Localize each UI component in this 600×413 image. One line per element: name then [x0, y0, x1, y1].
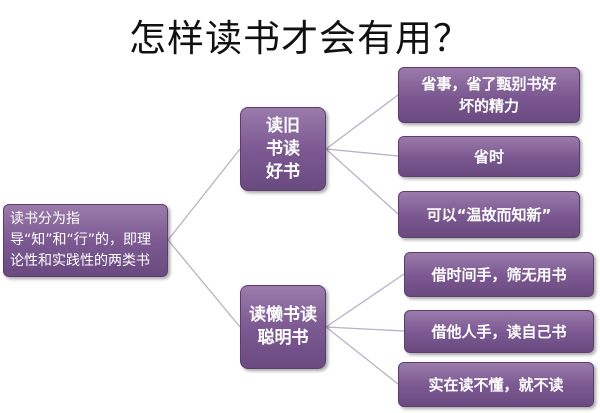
branch-node-label: 读旧书读好书 — [266, 115, 300, 182]
leaf-node-filter-useless: 借时间手，筛无用书 — [404, 252, 594, 297]
connector-root-branch2 — [167, 239, 241, 328]
leaf-node-save-time: 省时 — [398, 136, 580, 177]
leaf-node-text: 借时间手，筛无用书 — [431, 265, 567, 284]
leaf-node-save-effort: 省事，省了甄别书好坏的精力 — [398, 67, 580, 123]
connector-branch2-leaf3 — [325, 326, 399, 385]
connector-branch1-leaf2 — [325, 148, 399, 157]
branch-node-label: 读懒书读聪明书 — [249, 305, 317, 348]
leaf-node-text: 省事，省了甄别书好坏的精力 — [421, 75, 557, 115]
diagram-title: 怎样读书才会有用？ — [129, 17, 471, 60]
root-node: 读书分为指导“知”和“行”的，即理论性和实践性的两类书 — [3, 204, 168, 277]
connector-branch1-leaf3 — [325, 148, 399, 215]
leaf-node-text: 省时 — [473, 147, 504, 166]
leaf-node-text: 可以“温故而知新” — [426, 205, 552, 224]
leaf-node-skip-hard: 实在读不懂，就不读 — [398, 362, 594, 407]
branch-node-old-good-books: 读旧书读好书 — [240, 107, 326, 191]
root-node-text: 读书分为指导“知”和“行”的，即理论性和实践性的两类书 — [10, 211, 152, 269]
connector-branch2-leaf2 — [325, 326, 405, 332]
leaf-node-read-own: 借他人手，读自己书 — [404, 310, 594, 353]
connector-root-branch1 — [167, 148, 241, 241]
leaf-node-text: 实在读不懂，就不读 — [428, 375, 564, 394]
connector-branch1-leaf1 — [325, 94, 399, 150]
leaf-node-review-learn: 可以“温故而知新” — [398, 191, 580, 238]
connector-branch2-leaf1 — [325, 273, 405, 328]
leaf-node-text: 借他人手，读自己书 — [431, 322, 567, 341]
branch-node-lazy-smart-books: 读懒书读聪明书 — [240, 285, 326, 369]
